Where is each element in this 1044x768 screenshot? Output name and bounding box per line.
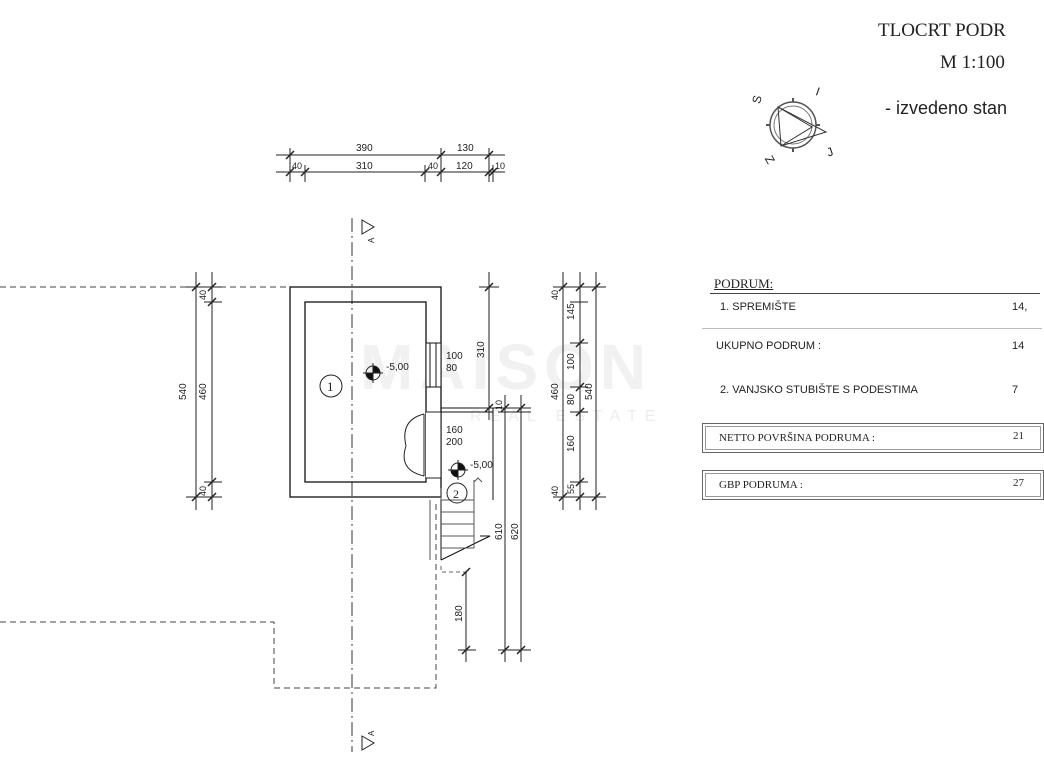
compass-label: J [825, 144, 835, 159]
row-label: 2. VANJSKO STUBIŠTE S PODESTIMA [720, 384, 918, 396]
dim-label: 620 [510, 523, 521, 540]
drawing-title: TLOCRT PODR [878, 20, 1006, 41]
dim-label: 100 [566, 353, 577, 370]
row-label: 1. SPREMIŠTE [720, 301, 796, 313]
dim-label: 10 [494, 400, 504, 410]
box-value: 27 [1013, 477, 1024, 489]
room-tag-circle [319, 374, 343, 398]
dim-label: 130 [457, 143, 474, 154]
row-value: 7 [1012, 384, 1019, 396]
section-label: A [367, 237, 376, 243]
dim-label: 310 [356, 161, 373, 172]
dim-label: 40 [428, 161, 438, 171]
dim-label: 40 [550, 290, 560, 300]
dim-label: 540 [178, 383, 189, 400]
row-value: 14, [1012, 301, 1028, 313]
level-label: -5,00 [386, 362, 409, 373]
room-tag-circle [446, 482, 468, 504]
room-tag: 1 [327, 379, 334, 394]
dim-label: 160 [566, 435, 577, 452]
net-area-box: NETTO POVRŠINA PODRUMA : 21 [702, 423, 1044, 453]
box-label: NETTO POVRŠINA PODRUMA : [719, 432, 875, 444]
dim-label: 610 [494, 523, 505, 540]
dim-label: 40 [198, 290, 208, 300]
drawing-note: - izvedeno stan [885, 98, 1008, 118]
row-label: UKUPNO PODRUM : [716, 340, 822, 352]
dim-label: 540 [584, 383, 595, 400]
dim-label: 10 [495, 161, 505, 171]
watermark-logo: MAISON [360, 331, 652, 403]
dim-label: 40 [198, 486, 208, 496]
room-tag: 2 [453, 487, 459, 501]
dim-label: 200 [446, 437, 463, 448]
table-header: PODRUM: [714, 276, 774, 291]
dim-label: 80 [566, 393, 577, 405]
compass-label: S [749, 94, 765, 105]
area-table: PODRUM: 1. SPREMIŠTE 14, UKUPNO PODRUM :… [702, 276, 1044, 506]
row-value: 14 [1012, 340, 1025, 352]
dim-label: 100 [446, 351, 463, 362]
box-label: GBP PODRUMA : [719, 479, 803, 491]
section-label: A [367, 730, 376, 736]
dim-label: 40 [550, 486, 560, 496]
dim-label: 460 [550, 383, 561, 400]
level-marker-icon [448, 460, 468, 480]
compass-label: I [814, 84, 822, 98]
dim-label: 40 [292, 161, 302, 171]
box-value: 21 [1013, 430, 1024, 442]
compass-label: Z [762, 153, 778, 166]
level-marker-icon [363, 363, 383, 383]
dim-label: 55 [566, 484, 576, 494]
level-label: -5,00 [470, 460, 493, 471]
dim-label: 160 [446, 425, 463, 436]
dim-label: 460 [198, 383, 209, 400]
dim-label: 145 [566, 303, 577, 320]
dim-label: 180 [454, 605, 465, 622]
drawing-scale: M 1:100 [940, 52, 1005, 73]
dim-label: 120 [456, 161, 473, 172]
dim-label: 390 [356, 143, 373, 154]
dim-label: 310 [476, 341, 487, 358]
compass-rose-icon [766, 98, 828, 152]
dim-label: 80 [446, 363, 458, 374]
